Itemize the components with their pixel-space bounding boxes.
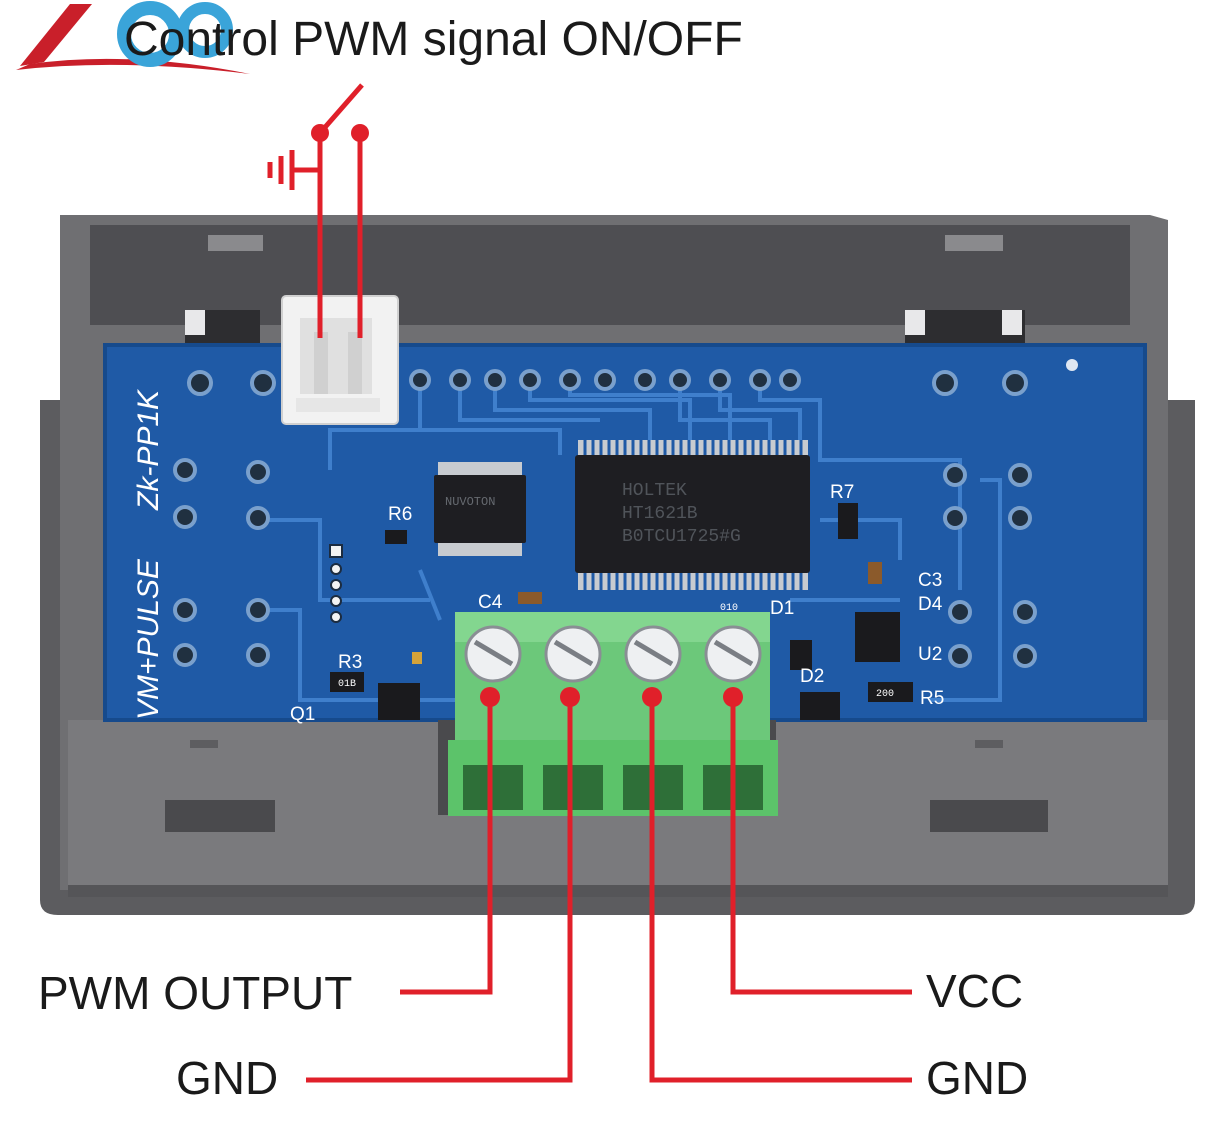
silk-d1: D1 (770, 598, 794, 619)
silk-r7: R7 (830, 482, 854, 503)
main-chip: HOLTEK HT1621B B0TCU1725#G (575, 440, 810, 590)
resistor-mark-r5: 200 (876, 689, 894, 700)
label-gnd-right: GND (926, 1052, 1029, 1104)
signal-connector (281, 295, 399, 425)
small-chip: NUVOTON (434, 462, 526, 556)
board-series: VM+PULSE (132, 558, 165, 720)
silk-q1: Q1 (290, 704, 315, 725)
silk-d2: D2 (800, 666, 824, 687)
label-vcc: VCC (926, 965, 1024, 1017)
switch-icon (311, 83, 369, 142)
silk-c4: C4 (478, 592, 503, 613)
chip-main-line2: HT1621B (622, 504, 698, 524)
chip-small-label: NUVOTON (445, 495, 495, 509)
brand-logo (16, 1, 250, 74)
label-gnd-left: GND (176, 1052, 279, 1104)
silk-d4: D4 (918, 594, 943, 615)
silk-r6: R6 (388, 504, 412, 525)
chip-main-line3: B0TCU1725#G (622, 527, 741, 547)
silk-c3: C3 (918, 570, 942, 591)
diagram-title: Control PWM signal ON/OFF (124, 13, 743, 66)
silk-u2: U2 (918, 644, 942, 665)
resistor-mark-r3: 01B (338, 679, 356, 690)
resistor-mark-d1: 010 (720, 603, 738, 614)
ground-icon (267, 150, 320, 190)
silk-r3: R3 (338, 652, 362, 673)
board-model: Zk-PP1K (132, 388, 165, 511)
chip-main-line1: HOLTEK (622, 481, 687, 501)
terminal-block (438, 612, 778, 816)
annotation-wires (306, 133, 912, 1083)
label-pwm-output: PWM OUTPUT (38, 967, 353, 1019)
silk-r5: R5 (920, 688, 944, 709)
